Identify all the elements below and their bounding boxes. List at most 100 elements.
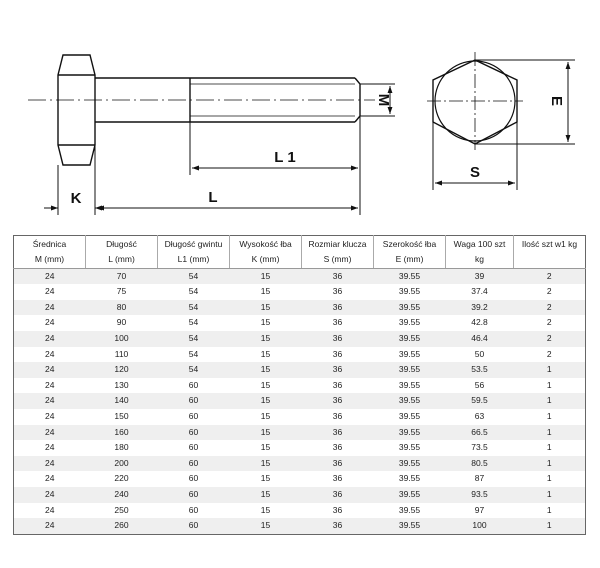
table-cell: 70	[116, 270, 127, 281]
table-cell: 15	[260, 270, 271, 281]
table-cell: 36	[332, 473, 343, 484]
table-cell: 46.4	[471, 332, 488, 343]
table-cell: 39.55	[398, 504, 421, 515]
table-cell: 39.55	[398, 488, 421, 499]
table-cell: 1	[546, 520, 552, 531]
table-cell: 36	[332, 301, 343, 312]
column-header: Szerokość łba	[373, 235, 446, 252]
table-cell: 53.5	[471, 364, 488, 375]
table-cell: 24	[45, 317, 55, 328]
table-cell: 66.5	[471, 426, 488, 437]
table-cell: 2	[546, 317, 552, 328]
column-header: Waga 100 szt	[445, 235, 514, 252]
table-cell: 240	[114, 488, 129, 499]
table-cell: 1	[546, 395, 552, 406]
dim-label-s: S	[470, 164, 480, 181]
table-cell: 1	[546, 473, 552, 484]
table-cell: 60	[188, 520, 199, 531]
column-header: Ilość szt w1 kg	[513, 235, 586, 252]
table-cell: 42.8	[471, 317, 488, 328]
table-cell: 60	[188, 457, 199, 468]
table-cell: 36	[332, 457, 343, 468]
table-cell: 36	[332, 332, 343, 343]
table-cell: 54	[188, 317, 199, 328]
column-unit: L (mm)	[85, 252, 158, 269]
table-cell: 220	[114, 473, 129, 484]
column-unit: E (mm)	[373, 252, 446, 269]
table-cell: 36	[332, 488, 343, 499]
table-cell: 1	[546, 504, 552, 515]
table-cell: 1	[546, 364, 552, 375]
table-cell: 36	[332, 520, 343, 531]
table-cell: 87	[474, 473, 485, 484]
column-unit: L1 (mm)	[157, 252, 230, 269]
table-cell: 54	[188, 364, 199, 375]
table-cell: 15	[260, 457, 271, 468]
table-cell: 39.55	[398, 457, 421, 468]
table-cell: 200	[114, 457, 129, 468]
table-cell: 24	[45, 410, 55, 421]
table-cell: 1	[546, 488, 552, 499]
hex-dimension-lines	[432, 59, 575, 190]
column-header: Wysokość łba	[229, 235, 302, 252]
table-cell: 36	[332, 364, 343, 375]
table-cell: 1	[546, 410, 552, 421]
dim-label-e: E	[548, 96, 565, 106]
table-cell: 24	[45, 332, 55, 343]
table-cell: 260	[114, 520, 129, 531]
table-cell: 2	[546, 348, 552, 359]
table-cell: 36	[332, 395, 343, 406]
table-cell: 140	[114, 395, 129, 406]
table-cell: 97	[474, 504, 485, 515]
table-cell: 36	[332, 348, 343, 359]
table-cell: 24	[45, 301, 55, 312]
table-cell: 120	[114, 364, 129, 375]
table-cell: 160	[114, 426, 129, 437]
table-cell: 39.55	[398, 301, 421, 312]
table-cell: 24	[45, 426, 55, 437]
table-cell: 54	[188, 301, 199, 312]
table-cell: 73.5	[471, 442, 488, 453]
table-cell: 36	[332, 270, 343, 281]
table-cell: 39.55	[398, 395, 421, 406]
table-cell: 75	[116, 286, 127, 297]
table-cell: 1	[546, 457, 552, 468]
table-cell: 54	[188, 332, 199, 343]
table-cell: 15	[260, 301, 271, 312]
table-cell: 60	[188, 426, 199, 437]
table-cell: 15	[260, 332, 271, 343]
table-cell: 2	[546, 301, 552, 312]
column-unit	[513, 252, 586, 269]
table-cell: 130	[114, 379, 129, 390]
table-cell: 24	[45, 395, 55, 406]
table-cell: 39.55	[398, 473, 421, 484]
table-cell: 39.55	[398, 332, 421, 343]
table-cell: 37.4	[471, 286, 488, 297]
table-cell: 24	[45, 504, 55, 515]
table-cell: 36	[332, 504, 343, 515]
table-cell: 24	[45, 379, 55, 390]
table-cell: 54	[188, 270, 199, 281]
table-cell: 36	[332, 286, 343, 297]
table-cell: 54	[188, 348, 199, 359]
table-cell: 36	[332, 442, 343, 453]
table-cell: 39.55	[398, 286, 421, 297]
table-cell: 15	[260, 317, 271, 328]
table-cell: 100	[472, 520, 487, 531]
table-cell: 39.55	[398, 270, 421, 281]
table-cell: 100	[114, 332, 129, 343]
table-cell: 80.5	[471, 457, 488, 468]
